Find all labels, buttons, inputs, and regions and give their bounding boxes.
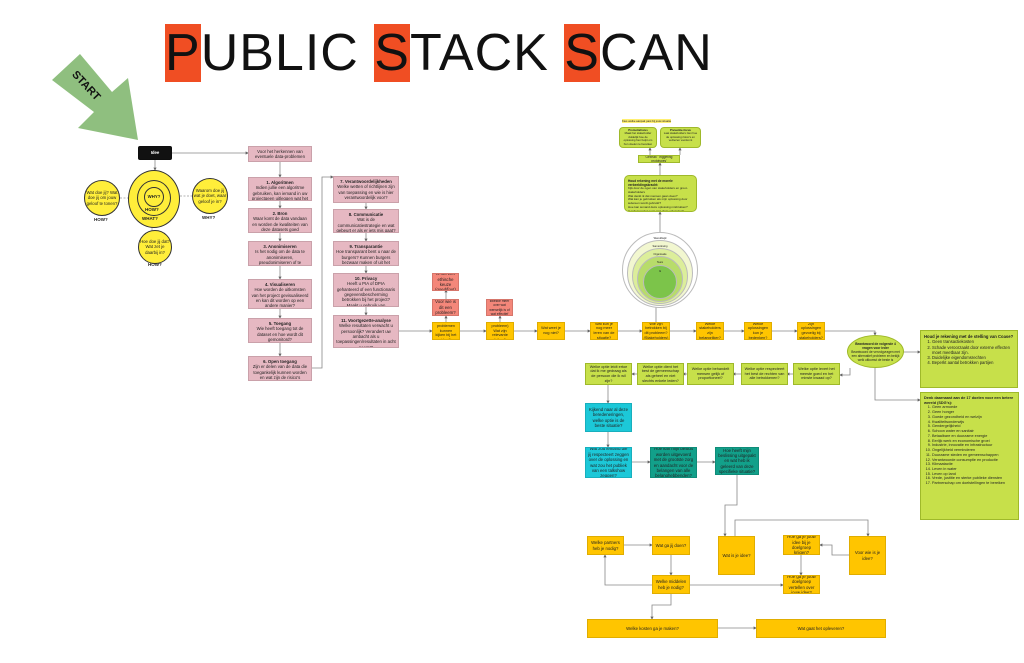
main-flow-box[interactable]: Welke problemen kunnen kijken bij het id… bbox=[432, 322, 460, 340]
sdg-item: Geen armoede bbox=[932, 405, 1015, 410]
sdg-item: Leven in water bbox=[932, 467, 1015, 472]
sdg-item: Schoon water en sanitair bbox=[932, 429, 1015, 434]
sdg-item: Ongelijkheid verminderen bbox=[932, 448, 1015, 453]
sdg-item: Partnerschap om doelstellingen te bereik… bbox=[932, 481, 1015, 486]
why-right-label: WHY? bbox=[202, 215, 216, 220]
coase-item: Schade veroorzaakt door externe effecten… bbox=[932, 345, 1014, 356]
deda-step-box[interactable]: Voor het herkennen van eventuele data-pr… bbox=[248, 146, 312, 162]
revenue-box[interactable]: Wat gaat het opleveren? bbox=[756, 619, 886, 638]
sdg-box: Denk daarnaast aan de 17 doelen voor een… bbox=[920, 392, 1019, 520]
what-label: WHAT? bbox=[142, 216, 158, 221]
main-flow-box[interactable]: Welke oplossingen kun je bedenken? bbox=[744, 322, 772, 340]
sdg-item: Verantwoorde consumptie en productie bbox=[932, 458, 1015, 463]
ethical-choice-box[interactable]: Is het een ethische keuze (goed/fout) bbox=[432, 273, 459, 291]
main-flow-box[interactable]: Wat kun je nog meer leren van de situati… bbox=[590, 322, 618, 340]
how-bottom-label: HOW? bbox=[148, 262, 162, 267]
resources-box[interactable]: Welke middelen heb je nodig? bbox=[652, 575, 690, 594]
moral-imagination-box: Houd rekening met de morele verbeeldings… bbox=[624, 175, 697, 212]
moral-item: Hoe kan iemand deze oplossing misbruiken… bbox=[628, 204, 688, 209]
partners-box[interactable]: Welke partners heb je nodig? bbox=[587, 536, 624, 555]
moral-item: Kijk door de ogen van stakeholders en gr… bbox=[628, 186, 688, 194]
start-arrow-icon bbox=[52, 54, 138, 140]
your-idea-box[interactable]: Wat is je idee? bbox=[718, 536, 755, 575]
coase-item: Beperkt aantal betrokken partijen bbox=[932, 360, 1014, 365]
main-flow-box[interactable]: Wat weet je nog niet? bbox=[537, 322, 565, 340]
ethics-option-box[interactable]: Welke optie leidt ertoe dat ik me gedraa… bbox=[585, 363, 632, 385]
four-questions-oval[interactable]: Beantwoord de volgende 4 vragen voor ied… bbox=[847, 335, 904, 368]
circle-how-left: Wat doe jij? Wat doe jij om jouw geloof … bbox=[84, 180, 120, 216]
moral-item: Wat kan je gebruiken als mijn oplossing … bbox=[628, 197, 688, 205]
approach-header: Kies welke aanpak past bij jouw situatie bbox=[622, 119, 672, 123]
moral-item: Is iedereen het eens met deze oplossing? bbox=[628, 208, 684, 212]
how-label: HOW? bbox=[145, 207, 159, 212]
circle-why-right: Waarom doe jij wat je doet, waar geloof … bbox=[192, 178, 228, 214]
coase-box: Houd je rekening met de stelling van Coa… bbox=[920, 330, 1018, 388]
sdg-item: Leven op land bbox=[932, 472, 1015, 477]
problem-for-whom-box[interactable]: Voor wie is dit een probleem? bbox=[432, 299, 459, 316]
sdg-item: Duurzame steden en gemeenschappen bbox=[932, 453, 1015, 458]
sdg-item: Betaalbare en duurzame energie bbox=[932, 434, 1015, 439]
reflect-decision-box[interactable]: Hoe heeft mijn beslissing uitgepakt en w… bbox=[715, 447, 759, 475]
reach-audience-box[interactable]: Hoe ga je jouw idee bij je doelgroep kri… bbox=[783, 535, 820, 555]
ethics-option-box[interactable]: Welke optie respecteert het best de rech… bbox=[741, 363, 788, 385]
costs-box[interactable]: Welke kosten ga je maken? bbox=[587, 619, 718, 638]
circle-how-bottom: Hoe doe jij dat? Wat zet je daarbij in? bbox=[138, 230, 172, 264]
execute-decision-box[interactable]: Hoe kan mijn besluit worden uitgevoerd m… bbox=[650, 447, 697, 478]
ethics-option-box[interactable]: Welke optie behandelt mensen gelijk of p… bbox=[687, 363, 734, 385]
coase-item: Geen transactiekosten bbox=[932, 339, 1014, 344]
sdg-item: Gendergelijkheid bbox=[932, 424, 1015, 429]
sdg-item: Eerlijk werk en economische groei bbox=[932, 439, 1015, 444]
page-title: PUBLIC STACK SCAN bbox=[165, 24, 713, 82]
desirable-effective-box[interactable]: Gaat deze kwestie meer over wat wenselij… bbox=[486, 299, 513, 316]
ethics-option-box[interactable]: Welke optie dient het best de gemeenscha… bbox=[637, 363, 684, 385]
sdg-item: Kwaliteitsonderwijs bbox=[932, 420, 1015, 425]
sdg-item: Industrie, innovatie en infrastructuur bbox=[932, 443, 1015, 448]
respected-person-box[interactable]: Wat zou iemand die jij respecteert zegge… bbox=[585, 447, 632, 478]
why-circle: WHY? bbox=[144, 187, 164, 207]
ethics-option-box[interactable]: Welke optie levert het meeste goed en he… bbox=[793, 363, 840, 385]
sdg-item: Geen honger bbox=[932, 410, 1015, 415]
main-flow-box[interactable]: Wie zijn betrokken bij dit probleem? (St… bbox=[642, 322, 670, 340]
triggering-prototypes-box[interactable]: Gebruik 'Triggering prototypes' bbox=[638, 155, 680, 163]
sdg-item: Klimaatactie bbox=[932, 462, 1015, 467]
idea-box[interactable]: Idee bbox=[138, 146, 172, 160]
coase-item: Duidelijke eigendomsrechten bbox=[932, 355, 1014, 360]
main-flow-box[interactable]: (Per probleem) Wat zijn relevante feiten… bbox=[486, 322, 514, 340]
target-audience-box[interactable]: Voor wie is je idee? bbox=[849, 536, 886, 575]
main-flow-box[interactable]: Zijn oplossingen gevoelig bij stakeholde… bbox=[797, 322, 825, 340]
best-option-box[interactable]: Kijkend naar al deze beredeneringen, wel… bbox=[585, 403, 632, 432]
what-do-box[interactable]: Wat ga jij doen? bbox=[652, 536, 690, 555]
main-flow-box[interactable]: Welke stakeholders zijn belangrijker? bbox=[696, 322, 724, 340]
how-left-label: HOW? bbox=[94, 217, 108, 222]
tell-audience-box[interactable]: Hoe ga je jouw doelgroep vertellen over … bbox=[783, 575, 820, 594]
sdg-item: Goede gezondheid en welzijn bbox=[932, 415, 1015, 420]
moral-item: Wat denkt ik dat mensen gaan doen? bbox=[628, 193, 678, 198]
sdg-item: Vrede, justitie en sterke publieke diens… bbox=[932, 476, 1015, 481]
stakeholder-ring: Ik bbox=[643, 265, 677, 299]
